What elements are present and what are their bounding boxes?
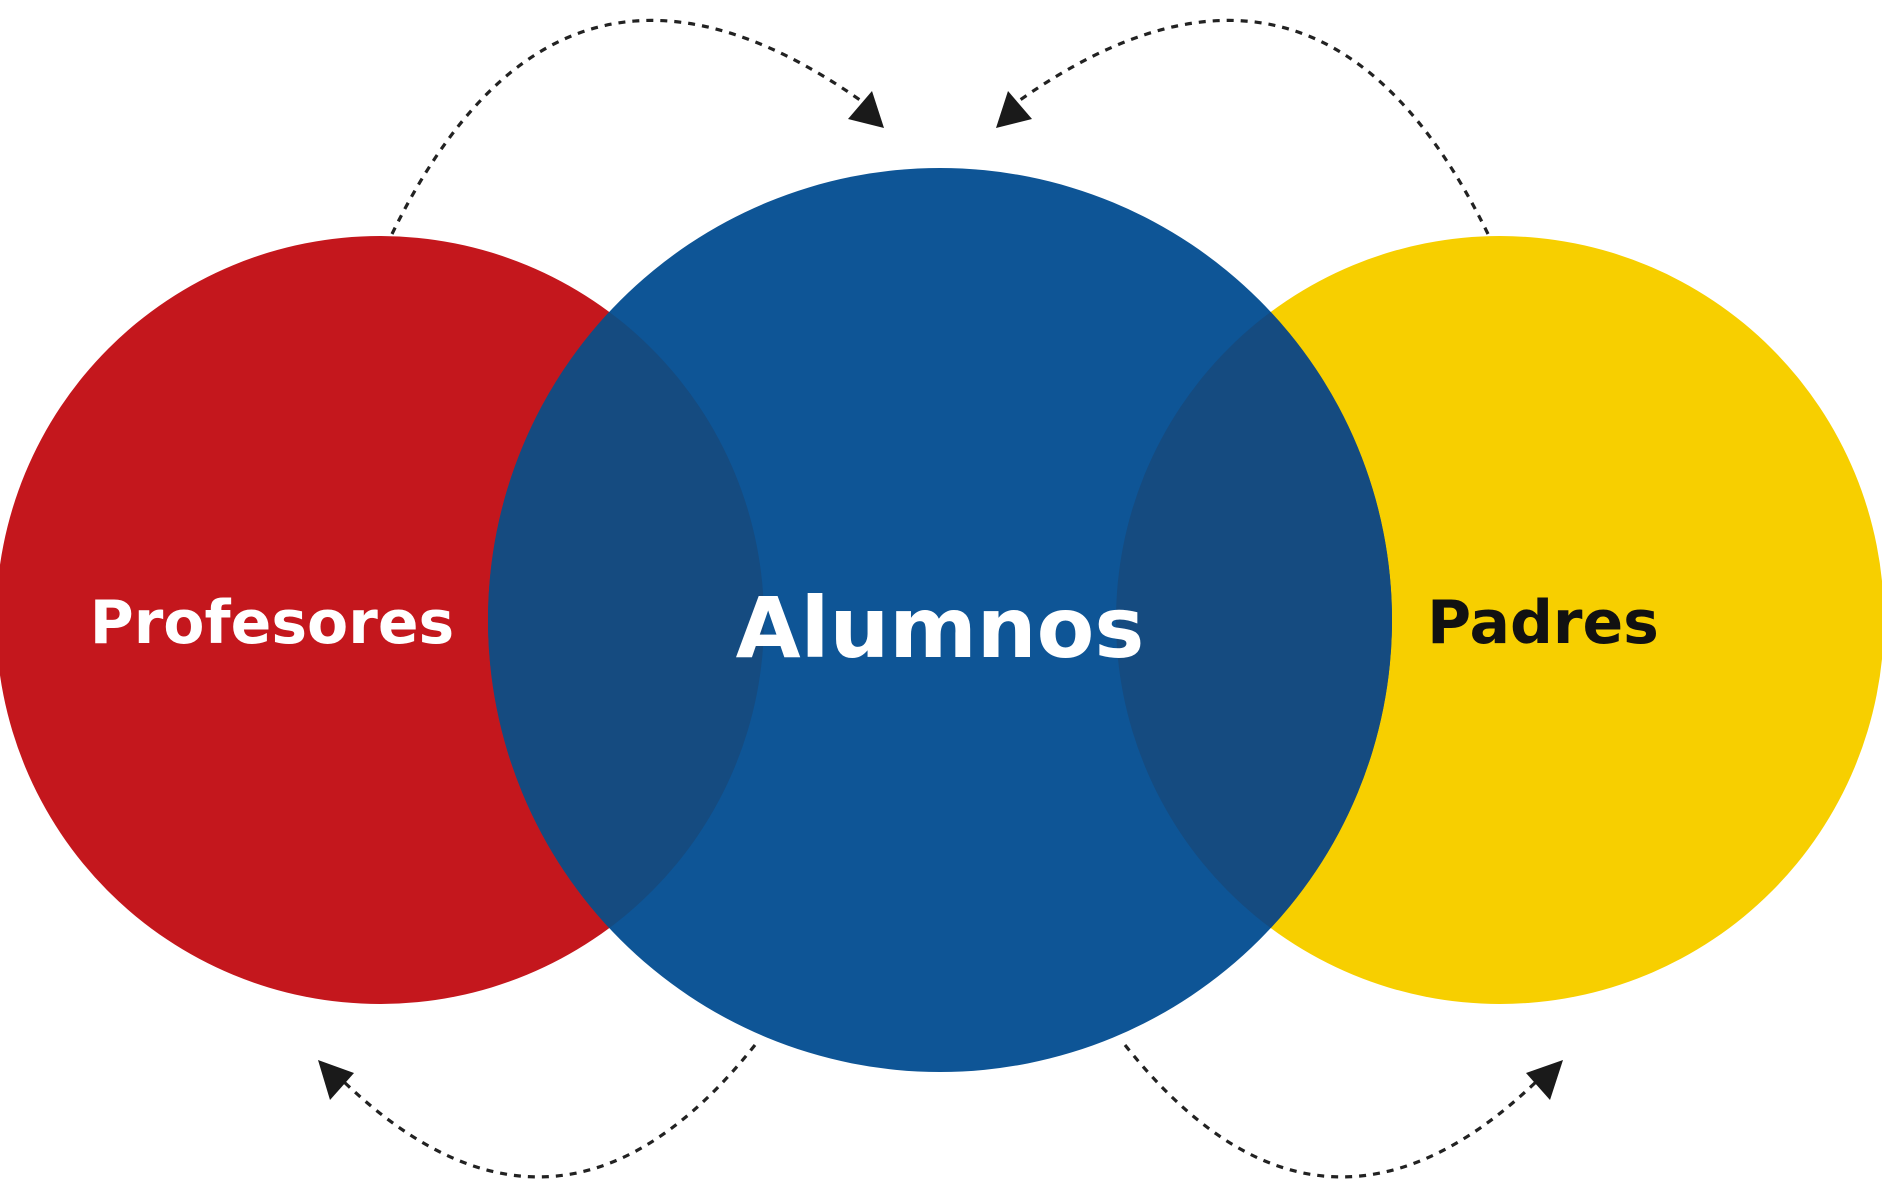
arrowhead-top-right-icon — [996, 91, 1032, 128]
connector-alumnos-to-padres — [1123, 1044, 1540, 1179]
alumnos-circle — [488, 168, 1392, 1072]
arrowhead-bottom-left-icon — [318, 1060, 354, 1100]
padres-label: Padres — [1427, 588, 1659, 658]
connector-profesores-to-alumnos — [390, 18, 861, 235]
arrowhead-bottom-right-icon — [1526, 1060, 1563, 1100]
profesores-label: Profesores — [90, 588, 455, 658]
connector-padres-to-alumnos — [1019, 18, 1490, 235]
arrowhead-top-left-icon — [848, 91, 884, 128]
alumnos-label: Alumnos — [736, 579, 1145, 677]
connector-alumnos-to-profesores — [340, 1044, 757, 1179]
